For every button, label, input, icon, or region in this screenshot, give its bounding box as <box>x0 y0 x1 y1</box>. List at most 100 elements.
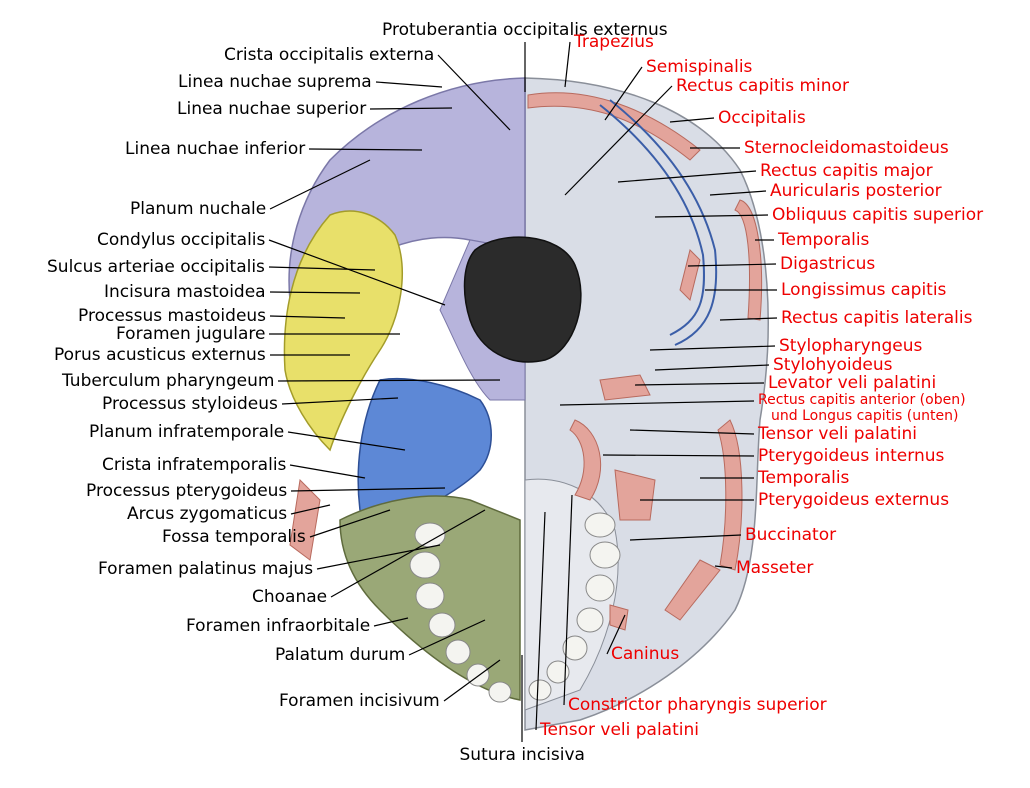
left-label: Tuberculum pharyngeum <box>62 371 275 391</box>
leader-line <box>634 382 765 386</box>
right-label: Stylohyoideus <box>773 355 893 375</box>
right-label: und Longus capitis (unten) <box>771 408 959 424</box>
left-label: Crista occipitalis externa <box>224 45 435 65</box>
leader-line <box>268 239 446 306</box>
left-label: Foramen jugulare <box>116 324 266 344</box>
leader-line <box>563 494 573 706</box>
right-label: Rectus capitis minor <box>676 76 849 96</box>
leader-line <box>269 159 371 210</box>
leader-lines <box>268 41 778 742</box>
leader-line <box>330 509 486 598</box>
leader-line <box>373 617 409 627</box>
leader-line <box>719 317 778 321</box>
right-label: Temporalis <box>758 468 850 488</box>
right-label: Rectus capitis lateralis <box>781 308 973 328</box>
leader-line <box>564 85 673 196</box>
left-label: Planum nuchale <box>130 199 267 219</box>
leader-line <box>269 315 346 319</box>
right-label: Occipitalis <box>718 108 806 128</box>
leader-line <box>268 266 376 271</box>
right-label: Masseter <box>736 558 814 578</box>
palate-right <box>524 478 619 711</box>
left-label: Foramen palatinus majus <box>98 559 314 579</box>
right-label: Stylopharyngeus <box>779 336 923 356</box>
leader-line <box>649 345 776 351</box>
leader-line <box>437 54 511 131</box>
left-label: Linea nuchae suprema <box>178 72 372 92</box>
left-label: Incisura mastoidea <box>104 282 266 302</box>
foramen-magnum <box>463 236 582 363</box>
leader-line <box>281 397 399 405</box>
left-label: Processus styloideus <box>102 394 278 414</box>
left-label: Arcus zygomaticus <box>127 504 288 524</box>
leader-line <box>269 291 361 294</box>
left-label: Processus mastoideus <box>78 306 267 326</box>
leader-line <box>559 400 755 406</box>
right-label: Temporalis <box>778 230 870 250</box>
left-label: Foramen incisivum <box>279 691 440 711</box>
right-label: Semispinalis <box>646 57 753 77</box>
left-label: Porus acusticus externus <box>54 345 266 365</box>
leader-line <box>290 487 446 492</box>
teeth <box>409 512 621 703</box>
right-label: Sternocleidomastoideus <box>744 138 949 158</box>
right-label: Digastricus <box>780 254 876 274</box>
left-label: Choanae <box>252 587 328 607</box>
right-label: Levator veli palatini <box>768 373 937 393</box>
bottom-label: Sutura incisiva <box>459 745 585 765</box>
leader-line <box>654 364 770 371</box>
leader-line <box>289 464 366 479</box>
left-label: Foramen infraorbitale <box>186 616 371 636</box>
left-label: Fossa temporalis <box>162 527 306 547</box>
right-label: Auricularis posterior <box>770 181 942 201</box>
leader-line <box>709 190 767 196</box>
right-label: Longissimus capitis <box>781 280 947 300</box>
left-label: Sulcus arteriae occipitalis <box>47 257 265 277</box>
leader-line <box>669 117 715 123</box>
right-label: Buccinator <box>745 525 837 545</box>
leader-line <box>308 148 423 151</box>
leader-line <box>535 511 546 731</box>
leader-line <box>604 66 643 121</box>
left-label: Planum infratemporale <box>89 422 285 442</box>
left-label: Condylus occipitalis <box>97 230 266 250</box>
leader-line <box>602 454 755 457</box>
left-label: Palatum durum <box>275 645 406 665</box>
leader-line <box>617 170 757 183</box>
leader-line <box>309 509 391 538</box>
leader-line <box>375 81 443 88</box>
blue-lines <box>599 99 718 346</box>
leader-line <box>287 431 406 451</box>
leader-line <box>687 263 777 267</box>
right-label: Pterygoideus externus <box>758 490 950 510</box>
right-label: Constrictor pharyngis superior <box>568 695 827 715</box>
right-label: Obliquus capitis superior <box>772 205 984 225</box>
leader-line <box>564 41 571 88</box>
left-label: Crista infratemporalis <box>102 455 287 475</box>
right-label: Tensor veli palatini <box>540 720 699 740</box>
left-label: Linea nuchae superior <box>177 99 367 119</box>
right-label: Trapezius <box>574 32 654 52</box>
right-label: Pterygoideus internus <box>758 446 945 466</box>
left-label: Protuberantia occipitalis externus <box>382 20 668 40</box>
leader-line <box>629 429 755 435</box>
temporal-bone <box>283 210 403 452</box>
right-label: Caninus <box>611 644 680 664</box>
left-label: Processus pterygoideus <box>86 481 288 501</box>
right-label: Tensor veli palatini <box>758 424 917 444</box>
leader-line <box>408 619 486 656</box>
right-label: Rectus capitis anterior (oben) <box>758 392 966 408</box>
leader-line <box>629 534 742 541</box>
leader-line <box>290 504 331 515</box>
leader-line <box>714 565 733 569</box>
leader-line <box>369 107 453 110</box>
leader-line <box>606 614 626 655</box>
leader-line <box>443 659 501 702</box>
right-label: Rectus capitis major <box>760 161 933 181</box>
left-label: Linea nuchae inferior <box>125 139 306 159</box>
leader-line <box>654 214 769 218</box>
leader-line <box>316 544 441 570</box>
leader-line <box>277 379 501 382</box>
